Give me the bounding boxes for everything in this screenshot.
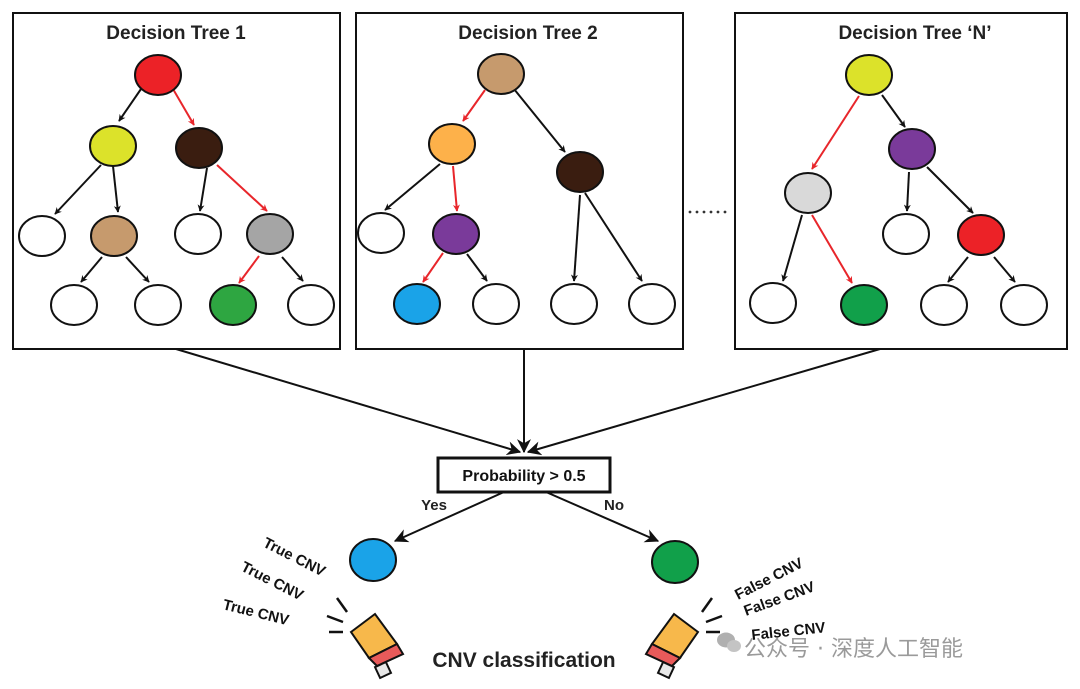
yes-label: Yes <box>421 497 447 514</box>
tree-2-node <box>472 283 520 325</box>
tree-n-node <box>888 128 936 170</box>
tree-title-2: Decision Tree 2 <box>458 23 597 44</box>
more-trees-ellipsis <box>688 210 727 214</box>
tree-n-edges <box>781 94 1016 284</box>
tree-1-node <box>50 284 98 326</box>
megaphone-icon <box>644 597 723 680</box>
no-branch-arrow <box>545 491 660 543</box>
tree-2-node <box>428 123 476 165</box>
true-cnv-node <box>349 538 397 582</box>
classification-label: CNV classification <box>432 649 615 672</box>
tree-1-node <box>134 54 182 96</box>
true-cnv-label: True CNV <box>221 596 291 629</box>
tree-1-node <box>134 284 182 326</box>
tree-title-n: Decision Tree ‘N’ <box>838 23 991 44</box>
tree-2-node <box>477 53 525 95</box>
watermark-text: 公众号 · 深度人工智能 <box>744 637 963 662</box>
tree-2-node <box>550 283 598 325</box>
tree-1-node <box>89 125 137 167</box>
decision-box <box>436 456 612 494</box>
tree-2-node <box>556 151 604 193</box>
tree-n-nodes <box>749 54 1048 326</box>
tree-n-node <box>840 284 888 326</box>
tree-1-node <box>246 213 294 255</box>
tree-n-node <box>882 213 930 255</box>
tree-n-node <box>920 284 968 326</box>
tree-2-node <box>628 283 676 325</box>
tree-1-node <box>174 213 222 255</box>
tree-n-node <box>749 282 797 324</box>
tree-1-edges <box>54 88 304 284</box>
tree-n-node <box>1000 284 1048 326</box>
tree-n-node <box>784 172 832 214</box>
false-cnv-node <box>651 540 699 584</box>
tree-2-nodes <box>357 53 676 325</box>
tree-1-nodes <box>18 54 335 326</box>
wechat-icon <box>717 632 741 652</box>
tree-2-node <box>357 212 405 254</box>
tree-2-edges <box>384 88 643 283</box>
tree-1-node <box>209 284 257 326</box>
tree-1-node <box>90 215 138 257</box>
tree-1-node <box>18 215 66 257</box>
tree-1-node <box>175 127 223 169</box>
decision-text: Probability > 0.5 <box>462 468 585 485</box>
no-label: No <box>604 497 624 514</box>
tree-title-1: Decision Tree 1 <box>106 23 246 44</box>
megaphone-icon <box>326 597 405 680</box>
tree-n-node <box>957 214 1005 256</box>
tree-1-node <box>287 284 335 326</box>
tree-2-node <box>432 213 480 255</box>
watermark: 公众号 · 深度人工智能 <box>717 632 963 662</box>
tree-2-node <box>393 283 441 325</box>
tree-n-node <box>845 54 893 96</box>
aggregation-arrows <box>175 348 881 456</box>
yes-branch-arrow <box>393 491 505 543</box>
